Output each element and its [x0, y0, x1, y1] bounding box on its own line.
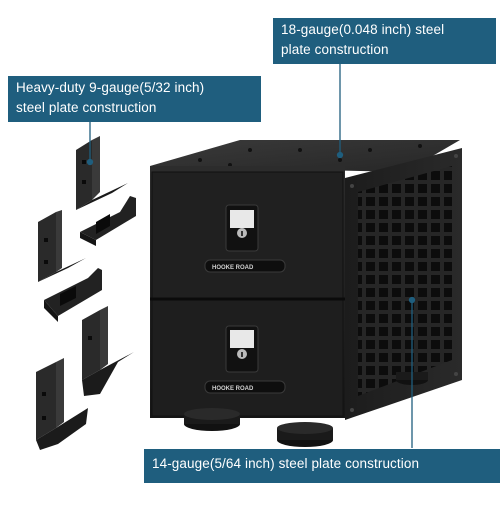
upper-lock [225, 204, 259, 252]
top-plate [150, 140, 460, 172]
callout-top-line2: plate construction [281, 42, 389, 57]
callout-side-plate: 14-gauge(5/64 inch) steel plate construc… [144, 449, 500, 483]
bracket [36, 358, 88, 450]
leader-lines [86, 62, 416, 448]
upper-handle: HOOKE ROAD [204, 259, 286, 273]
lower-handle-brand: HOOKE ROAD [212, 386, 254, 392]
bracket [76, 136, 128, 210]
molle-mesh [358, 166, 452, 396]
leader-dot-bottom [408, 296, 416, 304]
feet [184, 372, 428, 447]
leader-dot-left [86, 158, 94, 166]
callout-left-line1: Heavy-duty 9-gauge(5/32 inch) [16, 80, 205, 95]
drawer-box: HOOKE ROAD HOOKE ROAD [150, 140, 462, 447]
bracket [38, 210, 86, 282]
bracket [82, 306, 134, 396]
bracket [44, 268, 102, 322]
upper-handle-brand: HOOKE ROAD [212, 265, 254, 271]
callout-left-line2: steel plate construction [16, 100, 157, 115]
lower-handle: HOOKE ROAD [204, 380, 286, 394]
mounting-brackets [36, 136, 136, 450]
callout-top-line1: 18-gauge(0.048 inch) steel [281, 22, 445, 37]
bracket [80, 196, 136, 246]
leader-dot-top [336, 151, 344, 159]
lower-lock [225, 325, 259, 373]
callout-bracket: Heavy-duty 9-gauge(5/32 inch) steel plat… [8, 76, 261, 122]
callout-bottom-line1: 14-gauge(5/64 inch) steel plate construc… [152, 456, 420, 471]
callout-top-plate: 18-gauge(0.048 inch) steel plate constru… [273, 18, 496, 64]
